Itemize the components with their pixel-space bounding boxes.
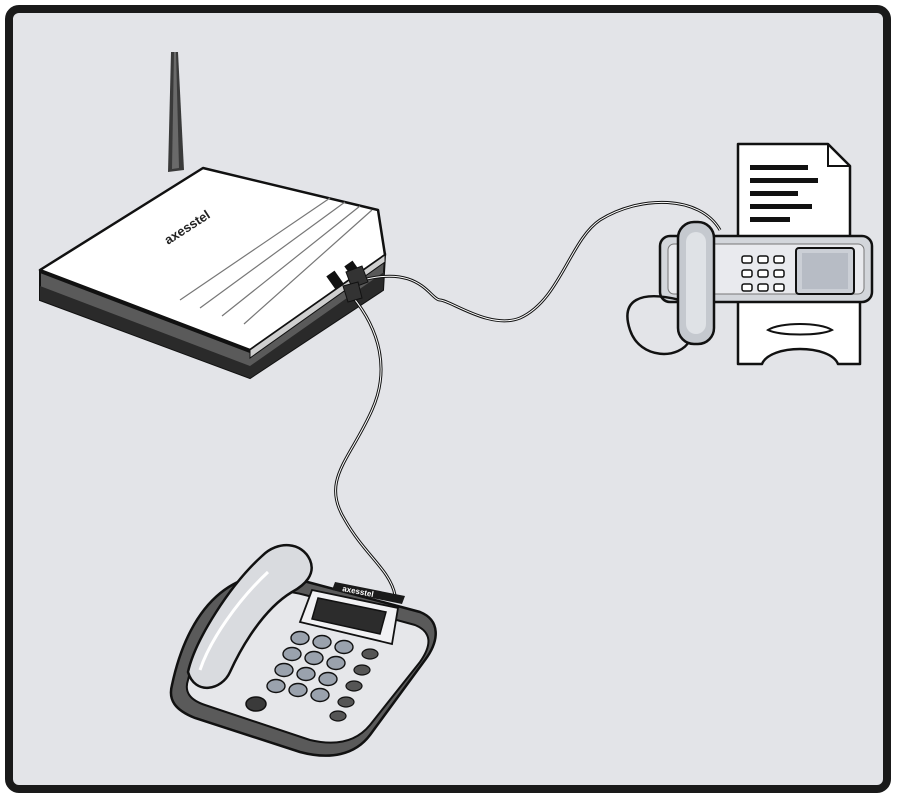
- diagram-border: [5, 5, 891, 793]
